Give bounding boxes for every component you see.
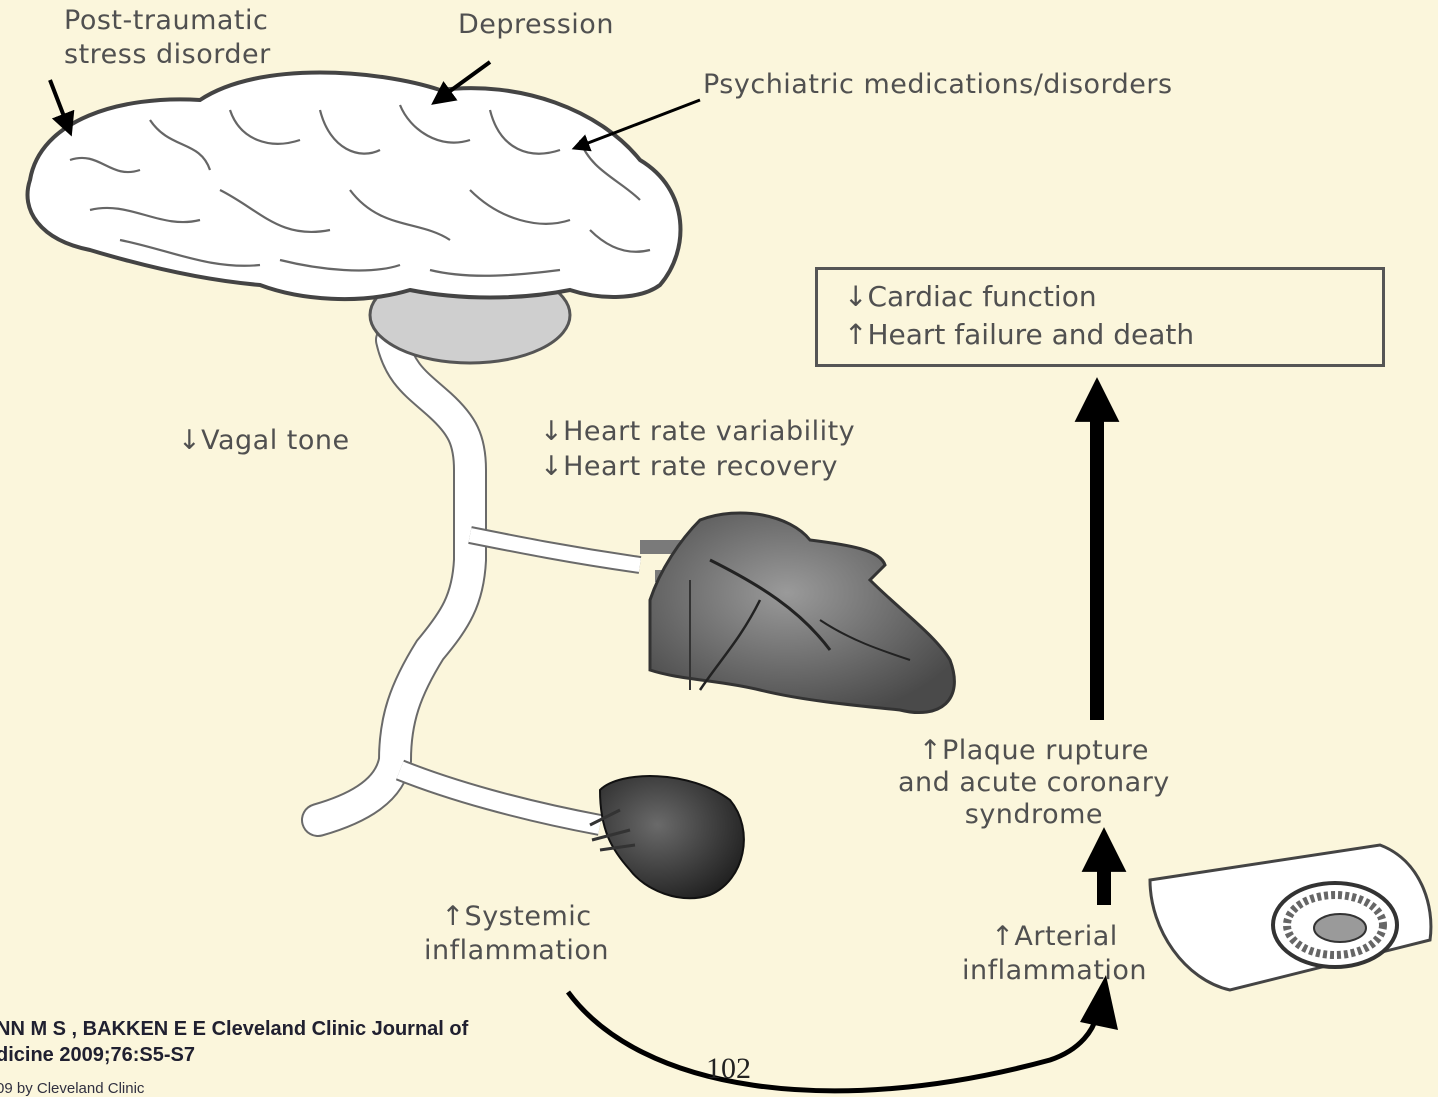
label-plaque-rupture: ↑Plaque rupture and acute coronary syndr… [898,735,1170,831]
vagus-nerve-icon [318,340,640,825]
page-number: 102 [706,1052,751,1086]
label-arterial-inflammation: ↑Arterial inflammation [962,920,1147,988]
label-hrr: ↓Heart rate recovery [540,450,838,484]
label-ptsd: Post-traumatic stress disorder [64,4,271,72]
outcome-line-death: ↑Heart failure and death [844,318,1194,351]
outcome-box: ↓Cardiac function ↑Heart failure and dea… [815,267,1385,367]
copyright: 09 by Cleveland Clinic [0,1080,144,1097]
heart-icon [640,513,954,713]
label-systemic-inflammation: ↑Systemic inflammation [424,900,609,968]
label-psychiatric: Psychiatric medications/disorders [703,68,1173,102]
arrow-systemic-to-arterial [568,992,1098,1091]
citation: NN M S , BAKKEN E E Cleveland Clinic Jou… [0,1016,596,1068]
label-depression: Depression [458,8,614,42]
label-hrv: ↓Heart rate variability [540,415,855,449]
label-vagal-tone: ↓Vagal tone [178,424,350,458]
artery-icon [1150,845,1431,990]
outcome-line-cardiac: ↓Cardiac function [844,280,1097,313]
brain-icon [28,73,681,364]
spleen-icon [590,776,744,898]
